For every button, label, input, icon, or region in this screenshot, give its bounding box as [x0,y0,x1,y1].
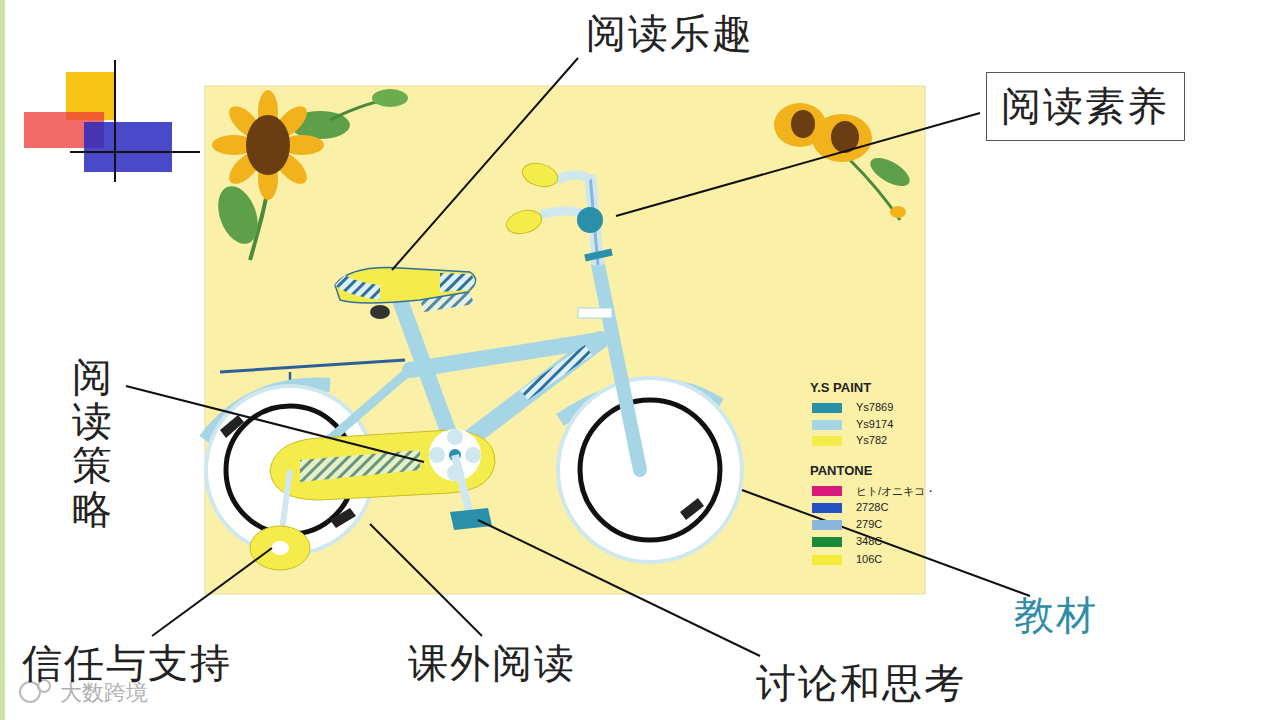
legend-text: 106C [856,553,882,565]
legend-swatch [812,555,842,565]
callout-label: 信任与支持 [22,640,232,686]
legend-text: 2728C [856,501,888,513]
legend-text: Ys9174 [856,418,893,430]
watermark: 大数跨境 [60,680,148,705]
legend-swatch [812,486,842,496]
node-text: 阅读素养 [1001,83,1169,129]
callout-label: 讨论和思考 [756,660,966,706]
legend-swatch [812,537,842,547]
legend-swatch [812,403,842,413]
boxed-label: 阅读素养 [986,72,1185,141]
legend-text: ヒト/オニキコ・ [856,484,936,499]
legend-heading: Y.S PAINT [810,381,871,396]
callout-label: 教材 [1014,592,1098,638]
legend-text: Ys7869 [856,401,893,413]
legend-swatch [812,420,842,430]
callout-label: 阅读策略 [72,355,112,531]
legend-swatch [812,520,842,530]
legend-heading: PANTONE [810,464,872,479]
legend-text: 348C [856,535,882,547]
legend-swatch [812,503,842,513]
legend-swatch [812,436,842,446]
legend-text: 279C [856,518,882,530]
legend-text: Ys782 [856,434,887,446]
callout-label: 课外阅读 [408,640,576,686]
callout-label: 阅读乐趣 [586,10,754,56]
